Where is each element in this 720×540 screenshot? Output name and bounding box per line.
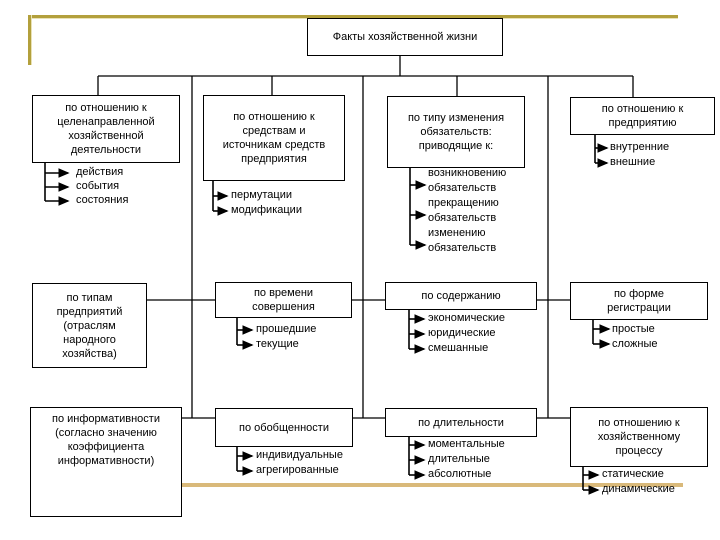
list-item: пермутации — [231, 189, 292, 201]
list-item: динамические — [602, 483, 675, 495]
list-item: экономические — [428, 312, 505, 324]
category-box-relation-to-business-process: по отношению к хозяйственному процессу — [570, 407, 708, 467]
list-item: юридические — [428, 327, 496, 339]
list-item: внешние — [610, 156, 656, 168]
list-item: модификации — [231, 204, 302, 216]
category-label: по отношению к средствам и источникам ср… — [222, 111, 326, 165]
list-item: агрегированные — [256, 464, 339, 476]
item-list-relation-to-business-process: статические динамические — [602, 467, 707, 497]
list-item: индивидуальные — [256, 449, 343, 461]
category-box-time-of-occurrence: по времени совершения — [215, 282, 352, 318]
root-box: Факты хозяйственной жизни — [307, 18, 503, 56]
list-item: статические — [602, 468, 664, 480]
item-list-means-and-sources: пермутации модификации — [231, 188, 331, 218]
category-box-enterprise-types: по типам предприятий (отраслям народного… — [32, 283, 147, 368]
accent-line-top — [30, 15, 678, 18]
category-label: по отношению к хозяйственному процессу — [597, 417, 681, 457]
list-item: состояния — [76, 194, 129, 206]
item-list-content: экономические юридические смешанные — [428, 311, 528, 356]
list-item: возникновению обязательств — [428, 167, 507, 194]
item-list-goal-directed-activity: действия события состояния — [76, 165, 166, 207]
category-label: по типам предприятий (отраслям народного… — [56, 291, 123, 360]
list-item: события — [76, 180, 120, 192]
list-item: длительные — [428, 453, 490, 465]
category-label: по типу изменения обязательств: приводящ… — [407, 112, 505, 152]
item-list-time-of-occurrence: прошедшие текущие — [256, 322, 351, 352]
category-box-informativeness: по информативности (согласно значению ко… — [30, 407, 182, 517]
category-box-relation-to-enterprise: по отношению к предприятию — [570, 97, 715, 135]
category-label: по содержанию — [421, 290, 501, 302]
list-item: простые — [612, 323, 655, 335]
item-arrow-brackets — [44, 135, 611, 495]
category-label: по отношению к целенаправленной хозяйств… — [57, 102, 155, 156]
list-item: прекращению обязательств — [428, 197, 499, 224]
category-label: по длительности — [418, 416, 504, 429]
category-box-content: по содержанию — [385, 282, 537, 310]
list-item: моментальные — [428, 438, 505, 450]
accent-line-left — [28, 15, 31, 65]
category-label: по форме регистрации — [607, 288, 671, 314]
category-label: по информативности (согласно значению ко… — [52, 413, 160, 467]
category-box-registration-form: по форме регистрации — [570, 282, 708, 320]
item-list-relation-to-enterprise: внутренние внешние — [610, 140, 705, 170]
category-box-goal-directed-activity: по отношению к целенаправленной хозяйств… — [32, 95, 180, 163]
category-box-means-and-sources: по отношению к средствам и источникам ср… — [203, 95, 345, 181]
tree-connectors — [97, 56, 634, 419]
accent-line-bottom — [178, 483, 683, 487]
list-item: прошедшие — [256, 323, 317, 335]
category-box-duration: по длительности — [385, 408, 537, 437]
list-item: сложные — [612, 338, 658, 350]
list-item: изменению обязательств — [428, 227, 497, 254]
list-item: смешанные — [428, 342, 489, 354]
root-box-label: Факты хозяйственной жизни — [332, 31, 478, 43]
category-label: по отношению к предприятию — [601, 103, 684, 129]
list-item: текущие — [256, 338, 299, 350]
item-list-obligation-change-type: возникновению обязательств прекращению о… — [428, 166, 528, 256]
item-list-registration-form: простые сложные — [612, 322, 702, 352]
item-list-generality: индивидуальные агрегированные — [256, 448, 366, 478]
list-item: внутренние — [610, 141, 670, 153]
category-label: по времени совершения — [252, 287, 315, 313]
list-item: действия — [76, 166, 124, 178]
category-label: по обобщенности — [239, 421, 329, 434]
category-box-generality: по обобщенности — [215, 408, 353, 447]
list-item: абсолютные — [428, 468, 492, 480]
category-box-obligation-change-type: по типу изменения обязательств: приводящ… — [387, 96, 525, 168]
item-list-duration: моментальные длительные абсолютные — [428, 437, 528, 482]
